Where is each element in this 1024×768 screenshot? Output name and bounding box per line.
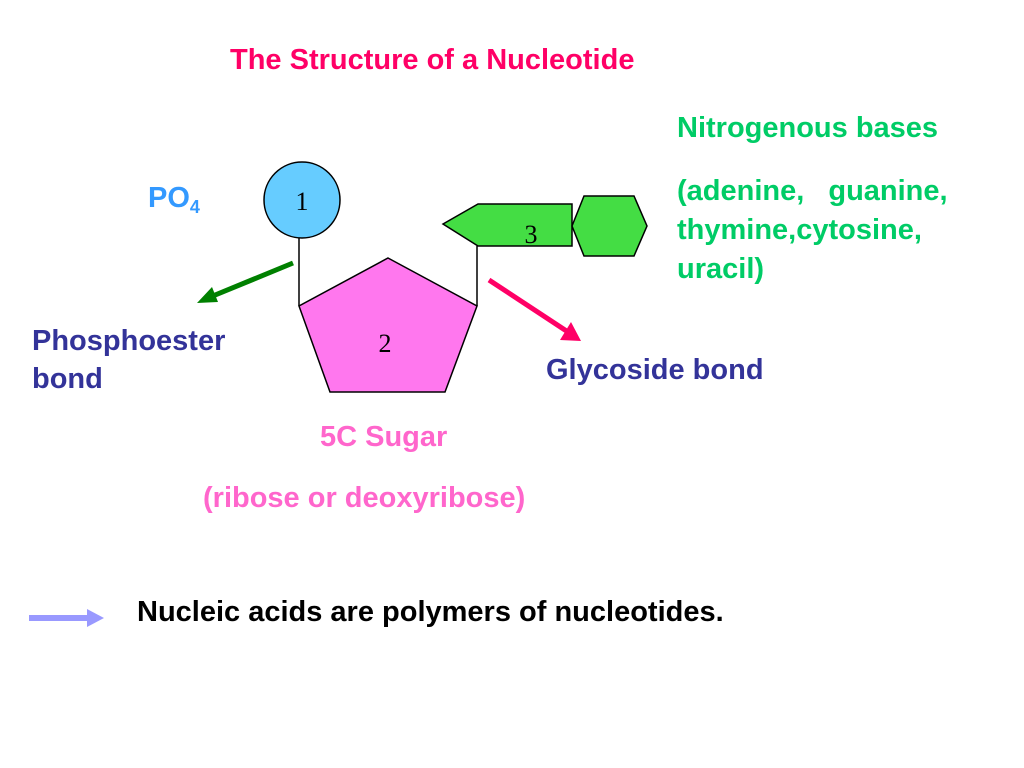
nitrogenous-bases-list: (adenine, guanine, thymine,cytosine, ura… xyxy=(677,172,1017,289)
page-title: The Structure of a Nucleotide xyxy=(230,44,635,76)
sugar-pentagon xyxy=(298,257,478,393)
nitrogenous-bases-heading: Nitrogenous bases xyxy=(677,112,939,144)
phosphate-label: PO4 xyxy=(148,182,200,217)
phosphate-subscript: 4 xyxy=(189,197,200,217)
sugar-types-label: (ribose or deoxyribose) xyxy=(203,482,526,514)
base-arrow-shape xyxy=(441,203,573,247)
phosphoester-line-1: Phosphoester xyxy=(32,325,226,357)
phosphoester-bond-label: Phosphoester bond xyxy=(32,322,272,398)
glycoside-arrowhead xyxy=(560,322,581,341)
phosphate-number: 1 xyxy=(296,187,309,216)
summary-arrowhead xyxy=(87,609,104,627)
phosphate-circle xyxy=(263,161,341,239)
summary-text: Nucleic acids are polymers of nucleotide… xyxy=(137,596,724,628)
base-number: 3 xyxy=(525,220,538,249)
sugar-number: 2 xyxy=(379,329,392,358)
phosphate-formula: PO xyxy=(148,182,190,214)
phosphoester-arrowhead xyxy=(197,287,218,303)
bases-list-line-1: (adenine, guanine, xyxy=(677,175,948,207)
bases-list-line-3: uracil) xyxy=(677,253,765,285)
glycoside-arrow xyxy=(487,277,570,335)
phosphoester-arrow xyxy=(201,260,294,303)
sugar-label: 5C Sugar xyxy=(320,421,448,453)
phosphoester-line-2: bond xyxy=(32,363,103,395)
bases-list-line-2: thymine,cytosine, xyxy=(677,214,922,246)
glycoside-bond-label: Glycoside bond xyxy=(546,354,764,386)
base-hexagon xyxy=(571,195,648,257)
